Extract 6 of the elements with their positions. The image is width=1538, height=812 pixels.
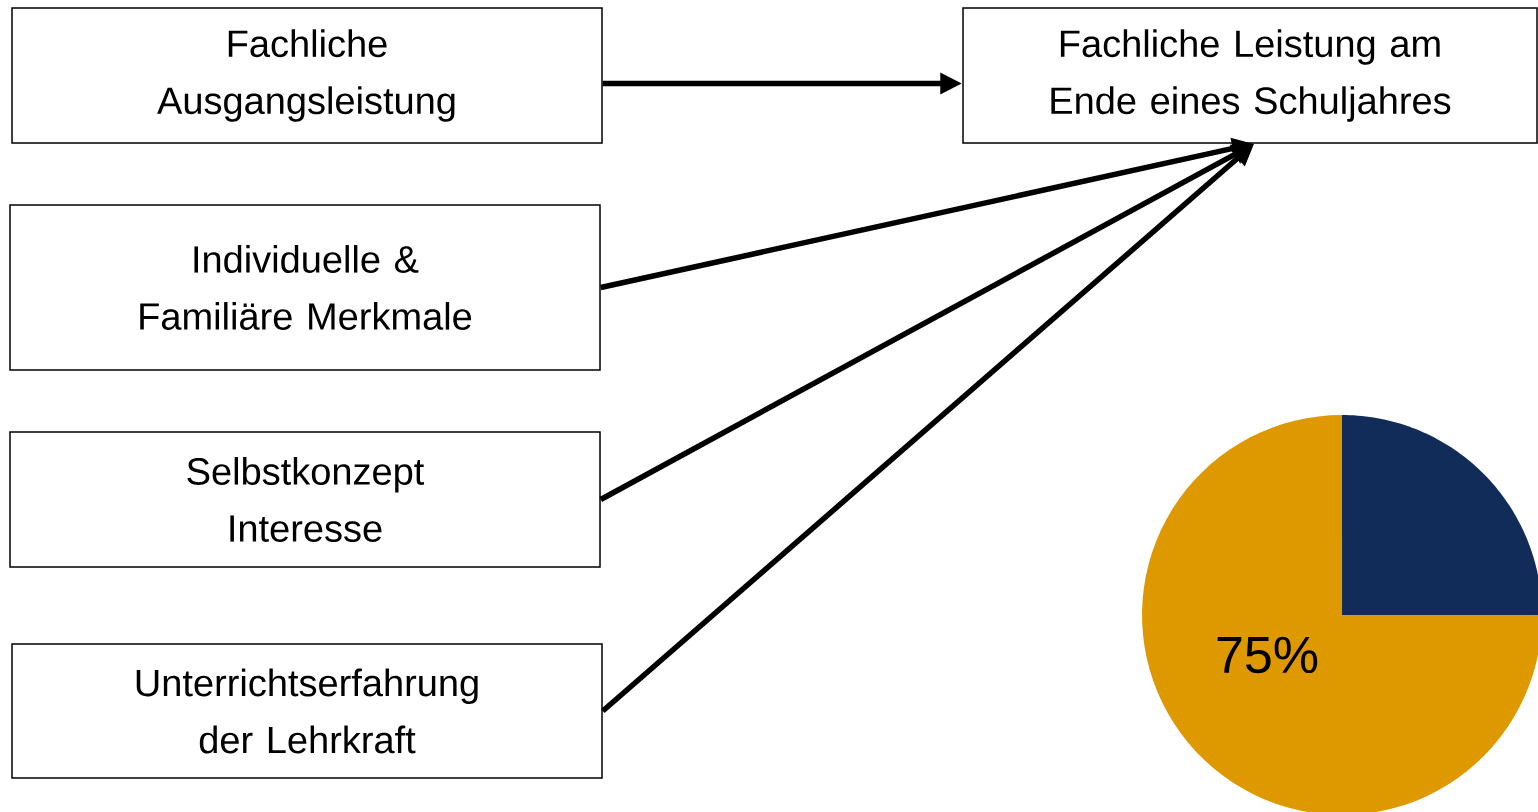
text-box: Fachliche Ausgangsleistung bbox=[11, 7, 603, 144]
text-box: Fachliche Leistung am Ende eines Schuljahres bbox=[962, 7, 1538, 144]
text-box: Selbstkonzept Interesse bbox=[9, 431, 601, 568]
pie-chart: 75% bbox=[1142, 415, 1538, 812]
text-box: Individuelle & Familiäre Merkmale bbox=[9, 204, 601, 371]
text-box: Unterrichtserfahrung der Lehrkraft bbox=[11, 643, 603, 779]
